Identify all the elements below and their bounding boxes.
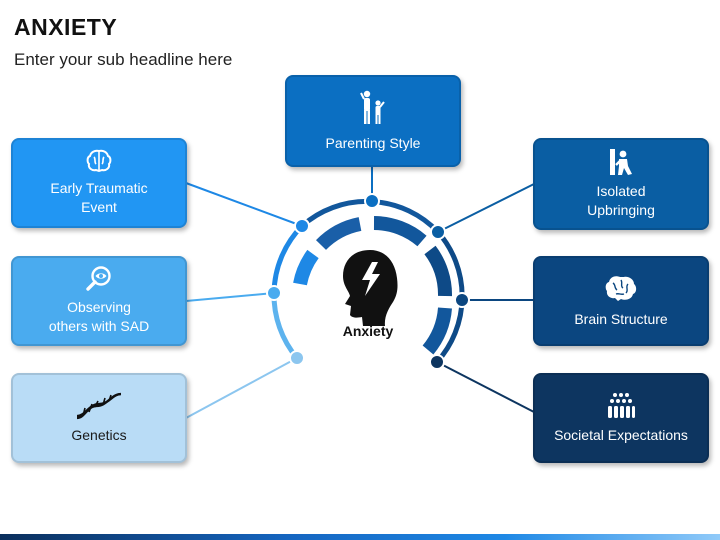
cause-box-observing-others: Observing others with SAD: [11, 256, 187, 346]
inner-segment-top-right: [373, 216, 427, 247]
connector-early-traumatic-event: [185, 182, 303, 227]
connector-genetics: [185, 357, 298, 419]
node-dot-observing-others: [266, 285, 282, 301]
crowd-icon: [608, 392, 635, 418]
page-title: ANXIETY: [14, 14, 118, 40]
node-dot-societal-expectations: [429, 354, 445, 370]
node-dot-early-traumatic-event: [294, 218, 310, 234]
connector-societal-expectations: [436, 361, 535, 413]
node-dot-isolated-upbringing: [430, 224, 446, 240]
node-dot-genetics: [289, 350, 305, 366]
inner-segment-right-lower: [422, 307, 452, 355]
cause-box-isolated-upbringing: Isolated Upbringing: [533, 138, 709, 230]
connector-isolated-upbringing: [437, 183, 535, 233]
cause-box-societal-expectations: Societal Expectations: [533, 373, 709, 463]
inner-segment-left: [293, 249, 319, 286]
inner-segment-top-left: [315, 217, 362, 251]
center-label: Anxiety: [342, 323, 394, 339]
sad-person-icon: [610, 149, 632, 175]
dna-icon: [76, 392, 122, 419]
cause-label-genetics: Genetics: [71, 426, 127, 443]
head-lightning-icon: [343, 250, 398, 326]
cause-label-parenting-style: Parenting Style: [325, 134, 421, 151]
brain-icon: [605, 275, 637, 301]
cause-label-early-traumatic-event: Early Traumatic Event: [50, 180, 148, 215]
connector-observing-others: [185, 292, 275, 302]
magnifier-eye-icon: [86, 266, 111, 291]
page-subtitle: Enter your sub headline here: [14, 50, 233, 69]
inner-ring: [293, 216, 452, 355]
node-dots: [266, 193, 470, 370]
cause-box-early-traumatic-event: Early Traumatic Event: [11, 138, 187, 228]
bottom-accent-bar: [0, 534, 720, 540]
cause-label-brain-structure: Brain Structure: [574, 310, 668, 327]
cause-label-observing-others: Observing others with SAD: [48, 299, 150, 334]
node-dot-parenting-style: [364, 193, 380, 209]
outer-ring-left-lower: [271, 290, 300, 361]
node-dot-brain-structure: [454, 292, 470, 308]
inner-segment-right-upper: [424, 245, 452, 297]
brain-icon: [86, 149, 112, 173]
cause-box-parenting-style: Parenting Style: [285, 75, 461, 167]
cause-label-societal-expectations: Societal Expectations: [554, 426, 688, 443]
cause-box-brain-structure: Brain Structure: [533, 256, 709, 346]
cause-box-genetics: Genetics: [11, 373, 187, 463]
parent-child-icon: [360, 90, 385, 124]
cause-label-isolated-upbringing: Isolated Upbringing: [587, 183, 655, 218]
